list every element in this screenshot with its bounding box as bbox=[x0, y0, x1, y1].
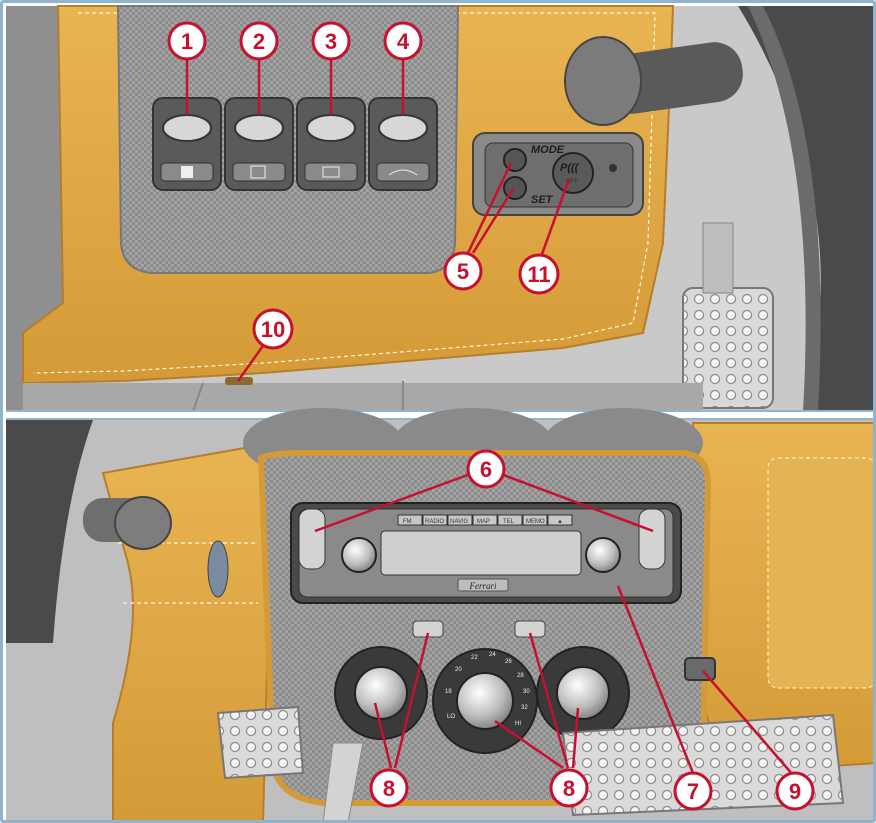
svg-text:8: 8 bbox=[383, 776, 395, 801]
callout-4: 4 bbox=[383, 21, 423, 61]
svg-text:FM: FM bbox=[403, 519, 412, 525]
side-button[interactable] bbox=[684, 657, 716, 681]
dashboard-diagram: MODE SET P((( OFF 1 2 bbox=[6, 5, 873, 820]
radio-button-radio[interactable] bbox=[422, 514, 448, 526]
pedal-top bbox=[682, 222, 774, 409]
svg-text:20: 20 bbox=[455, 667, 462, 673]
top-panel: MODE SET P((( OFF 1 2 bbox=[6, 5, 873, 412]
svg-text:18: 18 bbox=[445, 689, 452, 695]
callout-10: 10 bbox=[252, 308, 294, 350]
svg-text:4: 4 bbox=[397, 29, 410, 54]
callout-1: 1 bbox=[167, 21, 207, 61]
svg-text:MEMO: MEMO bbox=[526, 519, 545, 525]
svg-text:LO: LO bbox=[447, 714, 455, 720]
radio-left-vent bbox=[298, 508, 326, 570]
volume-knob[interactable] bbox=[341, 537, 377, 573]
radio-button-tel[interactable] bbox=[497, 514, 523, 526]
rear-defrost-icon bbox=[322, 166, 340, 178]
radio-button-map[interactable] bbox=[472, 514, 498, 526]
svg-text:TEL: TEL bbox=[503, 519, 515, 525]
pedals-bottom bbox=[216, 705, 845, 820]
callout-5: 5 bbox=[443, 251, 483, 291]
svg-text:NAVIG: NAVIG bbox=[450, 519, 469, 525]
svg-text:6: 6 bbox=[480, 457, 492, 482]
radio-button-eject[interactable] bbox=[547, 514, 573, 526]
radio-button-navig[interactable] bbox=[447, 514, 473, 526]
svg-text:RADIO: RADIO bbox=[425, 519, 444, 525]
mode-label: MODE bbox=[531, 144, 565, 156]
radio-brand: Ferrari bbox=[469, 581, 497, 591]
svg-text:26: 26 bbox=[505, 659, 512, 665]
temperature-knob[interactable] bbox=[456, 672, 514, 730]
callout-11: 11 bbox=[518, 253, 560, 295]
callout-8-right: 8 bbox=[549, 768, 589, 808]
side-vent bbox=[207, 540, 229, 598]
fog-light-icon bbox=[250, 165, 266, 179]
fuel-icon bbox=[181, 166, 193, 178]
svg-text:22: 22 bbox=[471, 655, 478, 661]
radio-button-fm[interactable] bbox=[397, 514, 423, 526]
svg-text:▲: ▲ bbox=[557, 519, 563, 525]
climate-panel: LO 18 20 22 24 26 28 30 32 HI bbox=[334, 620, 630, 754]
radio-button-row: FM RADIO NAVIG MAP TEL MEMO ▲ bbox=[397, 514, 573, 526]
svg-text:28: 28 bbox=[517, 673, 524, 679]
switch-2 bbox=[224, 97, 294, 191]
svg-text:2: 2 bbox=[253, 29, 265, 54]
radio-button-memo[interactable] bbox=[522, 514, 548, 526]
park-label: P((( bbox=[560, 162, 580, 174]
wiper-stalk bbox=[564, 36, 743, 126]
svg-text:24: 24 bbox=[489, 652, 496, 658]
radio-display bbox=[380, 530, 582, 576]
callout-9: 9 bbox=[775, 771, 815, 811]
svg-text:8: 8 bbox=[563, 776, 575, 801]
svg-text:10: 10 bbox=[261, 317, 285, 342]
svg-text:HI: HI bbox=[515, 721, 521, 727]
left-stalk bbox=[83, 496, 172, 550]
svg-text:MAP: MAP bbox=[477, 519, 490, 525]
radio-right-vent bbox=[638, 508, 666, 570]
mode-set-panel: MODE SET P((( OFF bbox=[472, 132, 644, 216]
callout-leaders-bottom bbox=[314, 471, 794, 776]
svg-text:5: 5 bbox=[457, 259, 469, 284]
set-button[interactable] bbox=[503, 176, 527, 200]
park-sublabel: OFF bbox=[566, 179, 578, 185]
callout-2: 2 bbox=[239, 21, 279, 61]
fan-knob-left[interactable] bbox=[354, 666, 408, 720]
callout-6: 6 bbox=[466, 449, 506, 489]
svg-text:30: 30 bbox=[523, 689, 530, 695]
callout-3: 3 bbox=[311, 21, 351, 61]
switch-3 bbox=[296, 97, 366, 191]
svg-text:3: 3 bbox=[325, 29, 337, 54]
air-knob-right[interactable] bbox=[556, 666, 610, 720]
set-label: SET bbox=[531, 194, 554, 206]
svg-text:32: 32 bbox=[521, 705, 528, 711]
mode-button[interactable] bbox=[503, 148, 527, 172]
svg-text:1: 1 bbox=[181, 29, 193, 54]
bottom-panel: FM RADIO NAVIG MAP TEL MEMO ▲ Ferrari bbox=[6, 408, 873, 820]
switch-1 bbox=[152, 97, 222, 191]
indicator-led bbox=[609, 164, 617, 172]
park-sensor-button[interactable] bbox=[552, 152, 594, 194]
tuning-knob[interactable] bbox=[585, 537, 621, 573]
svg-text:7: 7 bbox=[687, 779, 699, 804]
callout-leaders-top bbox=[185, 58, 571, 382]
svg-text:9: 9 bbox=[789, 779, 801, 804]
temperature-scale: LO 18 20 22 24 26 28 30 32 HI bbox=[445, 652, 530, 727]
switch-4 bbox=[368, 97, 438, 191]
radio-unit: FM RADIO NAVIG MAP TEL MEMO ▲ Ferrari bbox=[290, 502, 682, 604]
svg-text:11: 11 bbox=[527, 262, 550, 287]
car-icon bbox=[388, 169, 418, 176]
callout-8-left: 8 bbox=[369, 768, 409, 808]
callout-7: 7 bbox=[673, 771, 713, 811]
